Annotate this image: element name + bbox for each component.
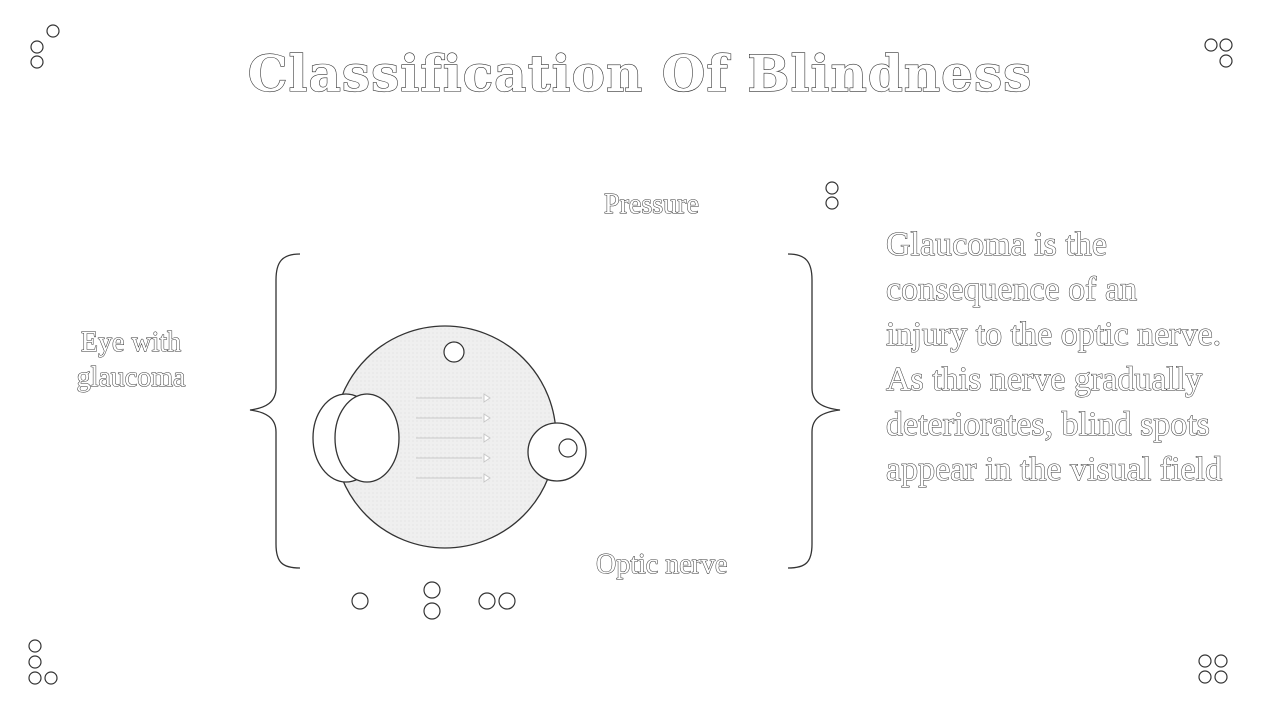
optic-nerve-shape	[527, 422, 587, 482]
pressure-label: Pressure	[604, 189, 700, 221]
braille-dots-icon	[1204, 38, 1233, 68]
right-brace	[787, 253, 841, 569]
glaucoma-description: Glaucoma is the consequence of an injury…	[886, 226, 1223, 489]
braille-dots-icon	[30, 24, 60, 69]
eye-with-glaucoma-label: Eye with glaucoma	[76, 327, 186, 394]
braille-dots-icon	[825, 181, 839, 210]
braille-dots-icon	[1198, 654, 1228, 684]
braille-dots-icon	[351, 581, 516, 620]
optic-nerve-label: Optic nerve	[595, 549, 728, 581]
lens-shape	[334, 393, 400, 483]
pressure-arrows	[416, 393, 491, 483]
left-brace	[249, 253, 301, 569]
braille-dots-icon	[28, 639, 58, 685]
page-title: Classification Of Blindness	[247, 43, 1033, 103]
